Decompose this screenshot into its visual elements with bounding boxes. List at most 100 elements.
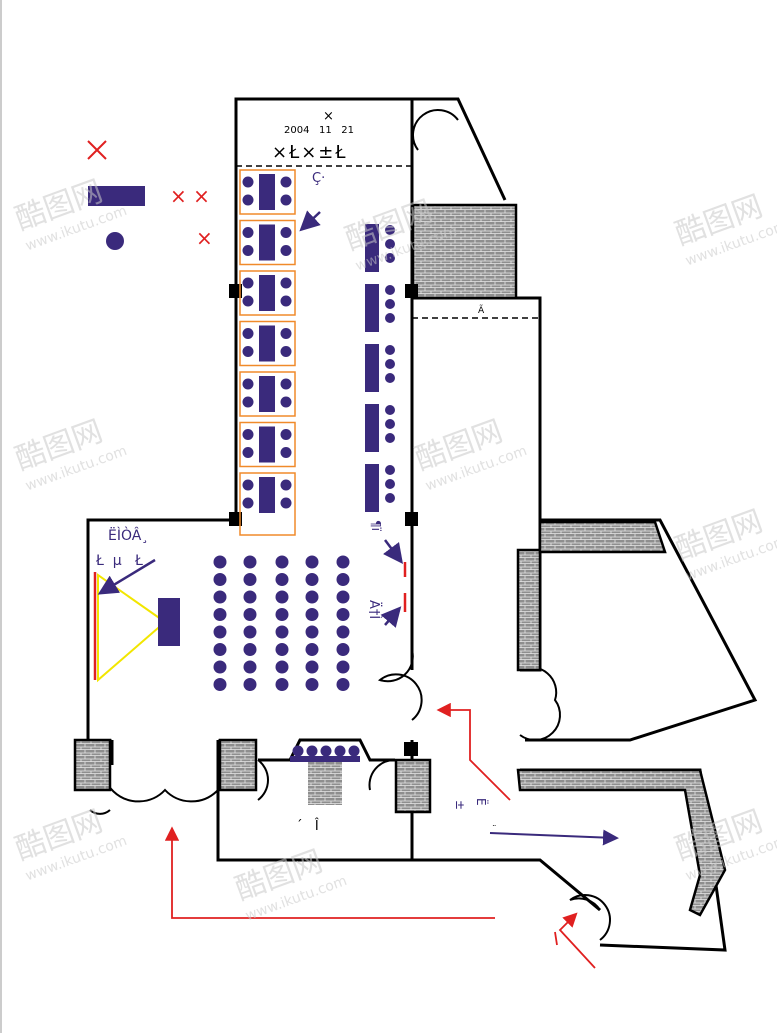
chair xyxy=(280,245,292,256)
chair xyxy=(385,373,395,383)
corridor-mark: Ã xyxy=(478,305,485,316)
stage-subtitle: Ł µ Ł xyxy=(95,553,143,569)
seat xyxy=(292,745,304,757)
chair xyxy=(280,396,292,408)
seat xyxy=(336,590,350,604)
seat xyxy=(275,608,289,621)
arrow xyxy=(299,210,321,232)
chair xyxy=(385,493,395,503)
chair xyxy=(242,429,254,440)
desk xyxy=(365,224,379,272)
seat xyxy=(275,625,289,639)
seat xyxy=(213,660,227,674)
desk xyxy=(259,275,275,311)
lobby-label-b: Ë xyxy=(474,798,489,806)
legend-desk-icon xyxy=(88,186,145,206)
seat xyxy=(243,555,257,569)
seat xyxy=(336,678,350,691)
seat xyxy=(336,608,350,621)
chair xyxy=(280,328,292,339)
seat xyxy=(243,625,257,639)
chair xyxy=(242,194,254,206)
desk xyxy=(259,325,275,362)
seat xyxy=(243,660,257,674)
seat xyxy=(275,660,289,674)
legend-seat-text: × xyxy=(196,226,213,250)
desk-outline xyxy=(239,371,296,417)
seat xyxy=(336,573,350,586)
arrow xyxy=(489,829,619,846)
chair xyxy=(385,405,395,415)
seat xyxy=(213,643,227,656)
chair xyxy=(242,396,254,408)
seat xyxy=(243,590,257,604)
seat xyxy=(305,590,319,604)
seat xyxy=(305,678,319,691)
legend-desk-text: × × xyxy=(170,184,210,208)
seat xyxy=(213,678,227,691)
seat xyxy=(305,555,319,569)
side-label: Ä†Ì xyxy=(366,600,382,619)
chair xyxy=(280,479,292,491)
seat xyxy=(336,643,350,656)
seat xyxy=(305,625,319,639)
chair xyxy=(242,497,254,509)
arrow xyxy=(383,539,403,564)
title-date: 2004 11 21 xyxy=(284,125,354,136)
structural-pillars xyxy=(229,284,418,756)
chair xyxy=(242,328,254,339)
desk xyxy=(259,224,275,261)
desk xyxy=(259,174,275,210)
desk-column-left xyxy=(239,169,296,536)
chair xyxy=(242,378,254,390)
chair xyxy=(280,176,292,188)
seat xyxy=(243,678,257,691)
desk xyxy=(259,426,275,463)
brick-columns xyxy=(73,203,727,917)
desk-outline xyxy=(239,320,296,367)
title-subtitle: ×Ł×±Ł xyxy=(272,142,347,163)
chair xyxy=(385,479,395,489)
chair xyxy=(242,176,254,188)
chair xyxy=(242,447,254,458)
seat xyxy=(320,745,332,757)
bottom-room-label: ´ Î xyxy=(296,818,319,834)
lobby-label-a: ± xyxy=(453,800,467,810)
chair xyxy=(280,227,292,238)
chair xyxy=(242,295,254,307)
seat xyxy=(305,608,319,621)
stage-title: ËÌÒÂ¸ xyxy=(108,526,148,544)
chair xyxy=(385,225,395,235)
aisle-label: ¶ï xyxy=(369,520,383,532)
stage xyxy=(97,573,167,683)
legend-seat-icon xyxy=(106,232,124,250)
seat xyxy=(306,745,318,757)
bar-seating xyxy=(292,745,360,757)
chair xyxy=(280,447,292,458)
chair xyxy=(280,346,292,357)
desk-column-right xyxy=(365,224,395,512)
lobby-label-c: ¨ xyxy=(492,825,497,835)
desk xyxy=(365,344,379,392)
chair xyxy=(280,378,292,390)
chair xyxy=(280,194,292,206)
seat xyxy=(243,573,257,586)
seat xyxy=(213,625,227,639)
chair xyxy=(385,433,395,443)
chair xyxy=(385,299,395,309)
chair xyxy=(385,313,395,323)
bar-counter xyxy=(290,756,360,762)
audience-seating xyxy=(213,555,350,691)
desk-outline xyxy=(239,421,296,468)
seat xyxy=(305,643,319,656)
seat xyxy=(305,660,319,674)
seat xyxy=(336,555,350,569)
desk xyxy=(365,404,379,452)
chair xyxy=(242,227,254,238)
desk xyxy=(365,464,379,512)
seat xyxy=(243,643,257,656)
desk-outline xyxy=(239,169,296,215)
seat xyxy=(275,573,289,586)
chair xyxy=(385,359,395,369)
